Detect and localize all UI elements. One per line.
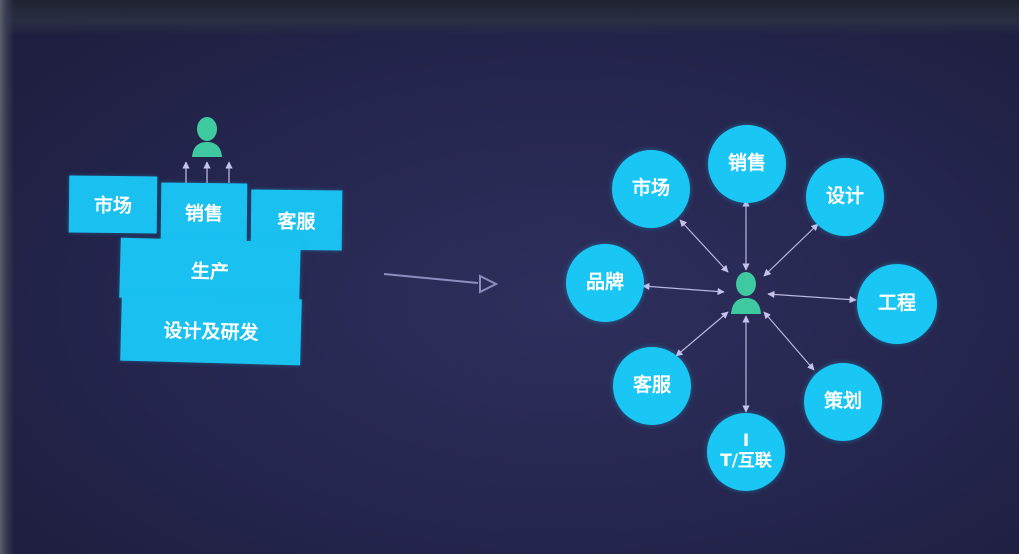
node-engineering: 工程 [857,264,937,344]
center-person-icon [729,270,763,314]
node-sales: 销售 [708,125,786,203]
left-person-icon [191,115,223,157]
block-market: 市场 [68,175,158,234]
block-sales: 销售 [160,182,248,242]
connector-engineering [767,290,857,304]
node-brand: 品牌 [566,244,644,322]
block-production: 生产 [119,237,301,303]
connector-service [675,311,729,357]
node-planning: 策划 [804,363,882,441]
node-service: 客服 [613,347,691,425]
node-it-internet: I T/互联 [707,413,785,491]
block-design-rd: 设计及研发 [120,294,302,366]
node-market: 市场 [612,150,690,228]
arrow-right-icon [383,273,499,294]
connector-design [763,223,819,277]
radial-connectors [642,199,857,413]
connector-planning [763,311,815,371]
up-arrows [182,161,233,183]
screen-left-edge [0,0,14,554]
screen-top-edge [0,0,1019,36]
node-design: 设计 [806,158,884,236]
connector-market [679,219,729,273]
connector-brand [642,282,725,296]
node-it-internet-label: I T/互联 [720,431,772,471]
